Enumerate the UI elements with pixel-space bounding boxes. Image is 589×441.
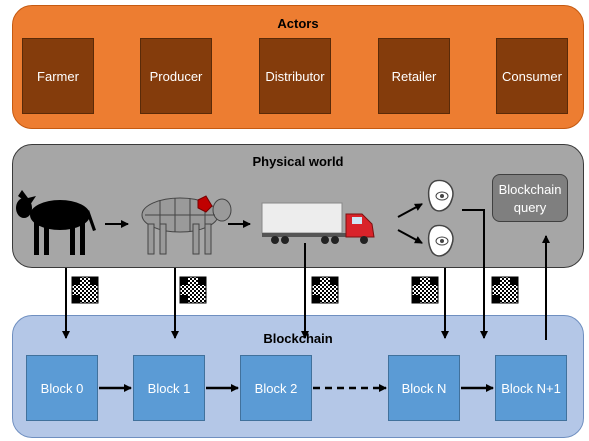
- qr-code-icon: [179, 276, 207, 304]
- cow-icon: [16, 190, 96, 255]
- qr-code-icon: [491, 276, 519, 304]
- physical-world-title: Physical world: [252, 154, 344, 169]
- actor-retailer: Retailer: [378, 38, 450, 114]
- block-2: Block 2: [240, 355, 312, 421]
- actor-consumer: Consumer: [496, 38, 568, 114]
- block-n: Block N: [388, 355, 460, 421]
- process-arrow: [397, 229, 423, 244]
- blockchain-query-button[interactable]: Blockchain query: [492, 174, 568, 222]
- record-arrow: [462, 209, 488, 339]
- truck-icon: [261, 202, 375, 244]
- actors-title: Actors: [277, 16, 319, 31]
- butchered-cow-icon: [141, 195, 232, 255]
- actor-distributor: Distributor: [259, 38, 331, 114]
- qr-code-icon: [411, 276, 439, 304]
- meat-icon: [427, 224, 454, 257]
- qr-code-icon: [311, 276, 339, 304]
- process-arrow: [397, 203, 423, 218]
- block-n-plus-1: Block N+1: [495, 355, 567, 421]
- actor-producer: Producer: [140, 38, 212, 114]
- qr-code-icon: [71, 276, 99, 304]
- blockchain-title: Blockchain: [263, 331, 333, 346]
- meat-icon: [427, 179, 454, 212]
- actor-farmer: Farmer: [22, 38, 94, 114]
- block-0: Block 0: [26, 355, 98, 421]
- block-1: Block 1: [133, 355, 205, 421]
